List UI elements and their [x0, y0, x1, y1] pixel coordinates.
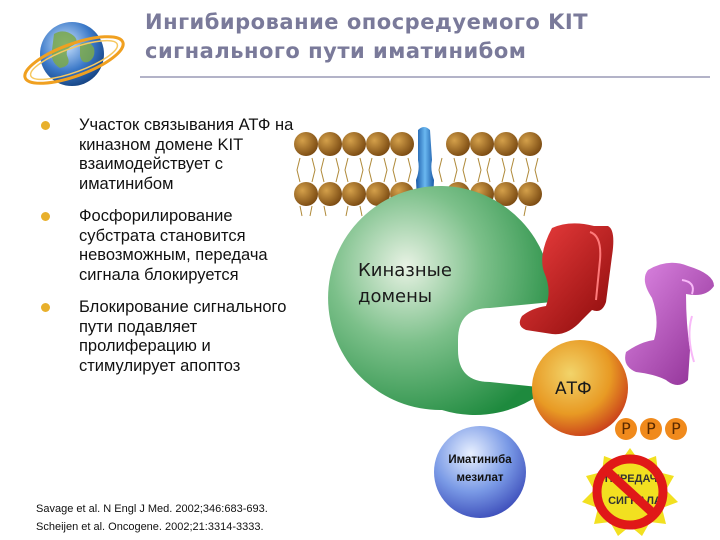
signal-transduction-label: ПЕРЕДАЧА СИГНАЛА: [585, 468, 685, 512]
imatinib-label-line-1: Иматиниба: [430, 451, 530, 469]
slide-title: Ингибирование опосредуемого KIT сигнальн…: [145, 8, 705, 66]
bullet-dot-icon: [41, 212, 50, 221]
title-divider: [140, 76, 710, 78]
bullet-item: Участок связывания АТФ на киназном домен…: [36, 116, 296, 194]
references: Savage et al. N Engl J Med. 2002;346:683…: [36, 500, 268, 536]
globe-logo-icon: [22, 14, 132, 96]
slide-title-line-2: сигнального пути иматинибом: [145, 37, 705, 66]
kinase-label-line-2: домены: [358, 284, 452, 310]
bullet-text: Блокирование сигнального пути подавляет …: [79, 298, 286, 375]
bullet-item: Блокирование сигнального пути подавляет …: [36, 298, 296, 376]
bullet-text: Участок связывания АТФ на киназном домен…: [79, 116, 293, 193]
reference-2: Scheijen et al. Oncogene. 2002;21:3314-3…: [36, 518, 268, 536]
signal-label-line-1: ПЕРЕДАЧА: [585, 468, 685, 490]
phosphate-1: P: [615, 418, 637, 440]
substrate-purple-shape: [625, 263, 714, 385]
kinase-domain-label: Киназные домены: [358, 258, 452, 310]
kinase-label-line-1: Киназные: [358, 258, 452, 284]
phosphate-2: P: [640, 418, 662, 440]
imatinib-label: Иматиниба мезилат: [430, 451, 530, 487]
kit-signaling-diagram: Киназные домены АТФ P P P Иматиниба мези…: [290, 120, 720, 540]
bullet-list: Участок связывания АТФ на киназном домен…: [36, 116, 296, 389]
bullet-text: Фосфорилирование субстрата становится не…: [79, 207, 268, 284]
bullet-dot-icon: [41, 303, 50, 312]
slide-title-line-1: Ингибирование опосредуемого KIT: [145, 8, 705, 37]
atp-label: АТФ: [555, 379, 592, 399]
reference-1: Savage et al. N Engl J Med. 2002;346:683…: [36, 500, 268, 518]
bullet-item: Фосфорилирование субстрата становится не…: [36, 207, 296, 285]
imatinib-label-line-2: мезилат: [430, 469, 530, 487]
signal-label-line-2: СИГНАЛА: [585, 490, 685, 512]
bullet-dot-icon: [41, 121, 50, 130]
phosphate-3: P: [665, 418, 687, 440]
